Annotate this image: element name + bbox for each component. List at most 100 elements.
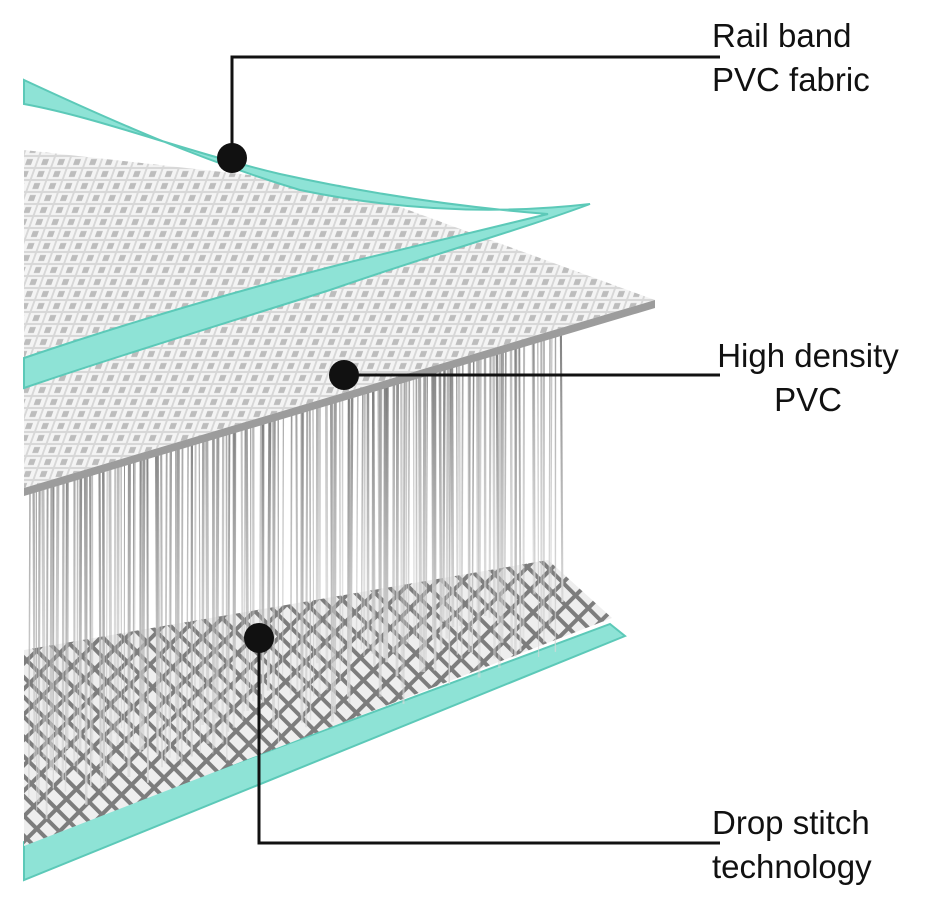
fiber-strand [445,366,450,639]
drop-stitch-label: Drop stitch technology [712,801,902,889]
fiber-strand [305,408,309,728]
fiber-strand [155,452,159,755]
fiber-strand [272,417,276,721]
fiber-strand [113,464,117,734]
drop-stitch-marker-dot [244,623,274,653]
fiber-strand [360,391,364,650]
fiber-strand [295,411,299,693]
fiber-strand [407,378,411,644]
fiber-strand [333,399,337,713]
fiber-strand [537,339,540,658]
fiber-strand [156,452,161,722]
high-density-label-line2: PVC [774,381,842,418]
fiber-strand [240,427,244,720]
fiber-strand [438,368,443,651]
fiber-strand [533,341,536,594]
callout-leaders [230,55,720,845]
fiber-strand [227,431,231,732]
fiber-strand [548,336,551,625]
rail-band-label: Rail band PVC fabric [712,14,908,102]
fiber-strand [400,380,403,688]
fiber-strand [205,437,210,744]
fiber-strand [503,349,507,613]
fiber-strand [488,353,492,618]
fiber-strand [559,333,564,603]
fiber-strand [198,440,201,754]
fiber-strand [78,475,83,751]
fiber-strand [32,489,36,763]
fiber-strand [477,356,482,678]
high-density-label: High density PVC [708,334,908,422]
fiber-strand [301,409,305,723]
fiber-strand [448,365,452,684]
fiber-strand [170,448,172,749]
fiber-strand [471,358,475,654]
fiber-strand [476,357,480,639]
fiber-strand [412,376,415,639]
fiber-strand [215,434,220,719]
fiber-strand [133,459,136,729]
drop-stitch-leader [257,638,720,845]
fiber-strand [243,426,246,712]
fiber-strand [83,473,88,805]
fiber-strand [468,359,471,622]
fiber-strand [108,466,113,770]
fiber-strand [492,353,496,659]
fiber-strand [550,335,553,630]
fiber-strand [431,371,435,639]
fiber-strand [146,455,149,783]
fiber-strand [98,469,102,791]
fiber-strand [141,456,146,750]
fiber-strand [422,373,427,673]
high-density-label-line1: High density [717,337,899,374]
top-sheet-edge [24,300,655,496]
fiber-strand [61,480,65,780]
fiber-strand [45,484,49,820]
fiber-strand [127,460,131,778]
rail-band-marker-dot [217,143,247,173]
fiber-strand [442,367,446,622]
fiber-strand [312,406,315,697]
fiber-strand [522,344,526,639]
fiber-strand [378,386,383,690]
drop-stitch-label-line1: Drop stitch [712,804,870,841]
fiber-strand [325,402,329,691]
fiber-strand [105,467,108,791]
fiber-strand [330,400,334,722]
fiber-strand [309,407,312,721]
fiber-strand [497,351,502,669]
fiber-strand [266,419,272,691]
fiber-strand [395,381,400,677]
fiber-strand [460,362,464,659]
fiber-strand [89,472,92,787]
fiber-strand [450,365,455,628]
fiber-strand [164,449,168,764]
fiber-strand [457,363,462,626]
fiber-strand [201,438,205,726]
bottom-rail-band [23,622,627,882]
drop-stitch-fibers [28,333,564,820]
fiber-strand [509,347,513,654]
fiber-strand [405,378,408,645]
fiber-strand [371,388,375,654]
top-rail-band [23,78,591,390]
fiber-strand [160,451,164,768]
fiber-strand [55,481,60,774]
fiber-strand [180,445,184,766]
fiber-strand [518,345,522,652]
fiber-strand [363,391,366,656]
fiber-strand [221,433,225,744]
fiber-strand [85,473,88,741]
fiber-strand [456,363,458,655]
drop-stitch-label-line2: technology [712,848,872,885]
fiber-strand [193,441,197,732]
fiber-strand [102,468,106,784]
fiber-strand [186,443,189,746]
fiber-strand [37,487,41,802]
fiber-strand [355,393,359,651]
fiber-strand [349,394,354,662]
rail-band-leader [230,55,720,158]
fiber-strand [425,372,429,661]
